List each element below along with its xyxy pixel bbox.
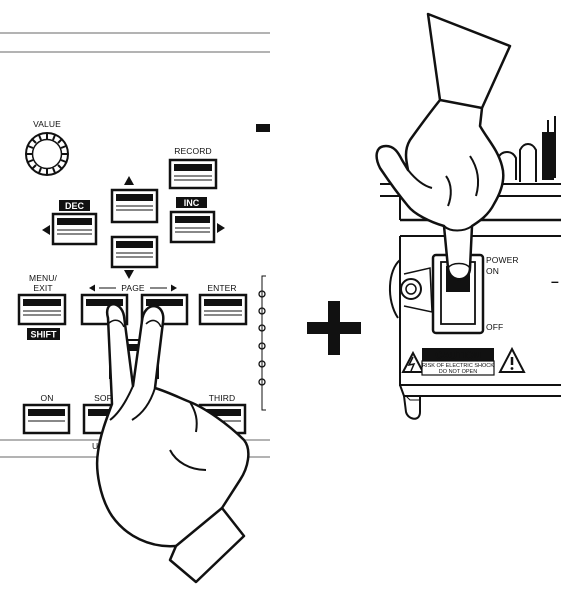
second-label: SOF [94, 393, 112, 403]
warning-triangle-icon [401, 350, 425, 373]
down-arrow-icon [124, 270, 134, 279]
value-dial-icon[interactable] [25, 132, 69, 176]
caution-line1: RISK OF ELECTRIC SHOCK [422, 363, 494, 369]
cable-inlet-icon [388, 259, 433, 319]
power-off-label: OFF [486, 322, 503, 332]
page-caption: PAGE [89, 283, 177, 293]
on-label: ON [41, 393, 54, 403]
hand-pointing-icon [375, 12, 512, 281]
on-button[interactable] [22, 403, 71, 435]
shift-tag [27, 328, 60, 340]
panel-edge-mark [256, 124, 270, 132]
menu-label: MENU/ [29, 273, 57, 283]
up-arrow-icon [124, 176, 134, 185]
caution-title: CAUTION [435, 351, 481, 362]
menu-exit-button[interactable] [17, 293, 67, 326]
right-arrow-icon [217, 223, 225, 233]
warning-exclamation-icon [498, 346, 526, 373]
hand-two-fingers-icon [95, 303, 250, 584]
plus-operator [307, 301, 361, 355]
value-label: VALUE [33, 119, 61, 129]
dec-button[interactable] [51, 212, 98, 246]
left-arrow-icon [42, 225, 50, 235]
inc-tag [176, 197, 207, 208]
record-button[interactable] [168, 158, 218, 190]
page-up-button[interactable] [110, 188, 159, 224]
power-label: POWER [486, 255, 519, 265]
inc-button[interactable] [169, 210, 216, 244]
enter-label: ENTER [207, 283, 236, 293]
exit-label: EXIT [33, 283, 52, 293]
third-label: THIRD [209, 393, 235, 403]
dec-tag [59, 200, 90, 211]
led-bracket [261, 275, 266, 411]
inc-label: INC [184, 198, 200, 208]
caution-line2: DO NOT OPEN [439, 369, 477, 375]
power-on-label: ON [486, 266, 499, 276]
page-down-button[interactable] [110, 235, 159, 269]
control-panel: VALUE RECORD DEC INC [0, 32, 270, 584]
record-label: RECORD [174, 146, 211, 156]
caution-label-box [421, 348, 495, 376]
shift-label: SHIFT [31, 330, 58, 340]
side-mark: – [551, 273, 559, 289]
enter-button[interactable] [198, 293, 248, 326]
dec-label: DEC [65, 201, 85, 211]
page-label: PAGE [121, 283, 145, 293]
